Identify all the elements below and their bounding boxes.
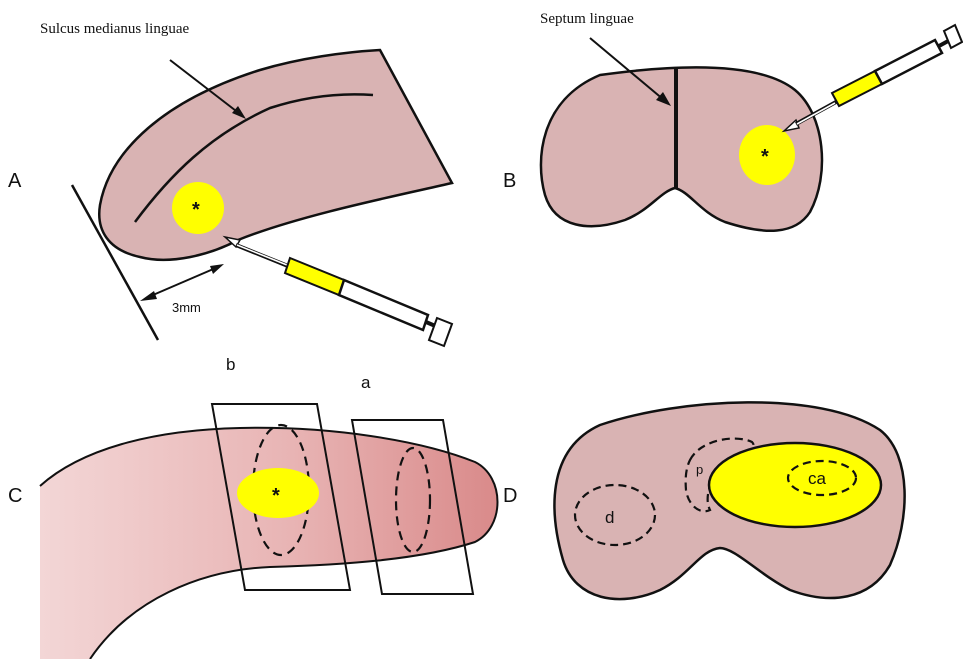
region-ca-label: ca	[808, 469, 827, 488]
panel-a: Sulcus medianus linguae * 3mm A	[8, 21, 452, 346]
syringe-b-barrel	[875, 40, 942, 84]
panel-b: Septum linguae * B	[503, 11, 962, 231]
asterisk-b: *	[761, 146, 769, 168]
panel-a-letter: A	[8, 170, 22, 192]
distance-label: 3mm	[172, 300, 201, 315]
syringe-a-plunger-head	[429, 318, 452, 346]
asterisk-c: *	[272, 485, 280, 507]
distance-arrow	[146, 267, 218, 298]
region-p-label: p	[696, 462, 703, 477]
region-d-label: d	[605, 508, 614, 527]
section-a-label: a	[361, 373, 371, 392]
distance-arrowhead-left	[140, 291, 157, 301]
syringe-a	[225, 237, 452, 346]
panel-c-letter: C	[8, 485, 22, 507]
section-b-label: b	[226, 355, 235, 374]
panel-d: p ca d D	[503, 402, 905, 599]
tongue-longitudinal	[40, 428, 498, 659]
panel-c: * C	[8, 404, 498, 659]
syringe-b-fluid	[832, 71, 882, 106]
asterisk-a: *	[192, 199, 200, 221]
panel-b-letter: B	[503, 170, 516, 192]
syringe-a-needle-inner	[237, 245, 287, 265]
sulcus-label: Sulcus medianus linguae	[40, 21, 189, 37]
syringe-a-barrel	[339, 280, 428, 330]
distance-arrowhead-right	[210, 264, 224, 274]
syringe-a-fluid	[285, 258, 344, 295]
injection-site-d	[709, 443, 881, 527]
syringe-b	[784, 25, 962, 131]
septum-label: Septum linguae	[540, 11, 634, 27]
syringe-b-plunger-head	[944, 25, 962, 48]
panel-d-letter: D	[503, 485, 517, 507]
tongue-side-view	[99, 50, 452, 260]
